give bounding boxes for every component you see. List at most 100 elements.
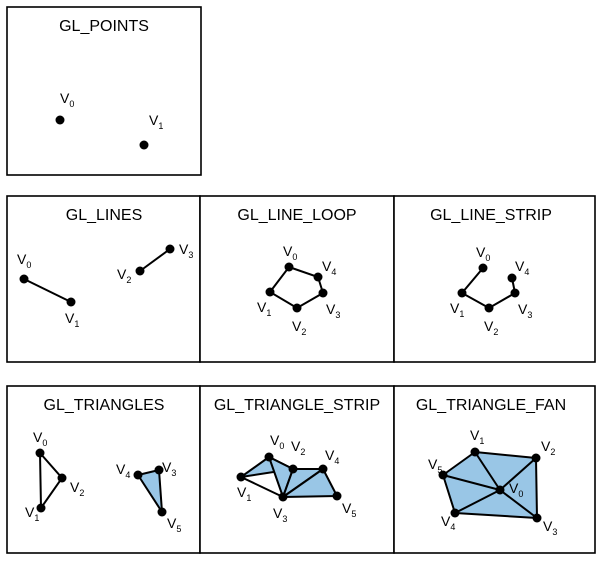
vertex-label: V1 <box>237 484 251 503</box>
strip-triangle <box>282 468 338 498</box>
vertex-dot <box>264 452 274 462</box>
vertex-dot <box>139 140 149 150</box>
vertex-dot <box>284 262 294 272</box>
vertex-dot <box>478 263 488 273</box>
panel-title: GL_LINES <box>66 207 142 224</box>
panel-title: GL_TRIANGLE_STRIP <box>214 397 380 414</box>
line-loop <box>268 265 325 310</box>
vertex-dot <box>135 266 145 276</box>
vertex-label: V0 <box>270 432 284 451</box>
vertex-dot <box>450 508 460 518</box>
vertex-label: V1 <box>257 299 271 318</box>
vertex-label: V5 <box>428 456 442 475</box>
vertex-label: V0 <box>476 244 490 263</box>
vertex-dot <box>332 491 342 501</box>
panel-gl-points: GL_POINTS V0 V1 <box>6 6 202 176</box>
vertex-label: V0 <box>60 90 74 109</box>
fan-polygon <box>442 451 538 519</box>
vertex-dot <box>66 297 76 307</box>
vertex-label: V0 <box>283 243 297 262</box>
vertex-dot <box>154 465 164 475</box>
panel-title: GL_TRIANGLE_FAN <box>416 397 566 414</box>
vertex-dot <box>133 470 143 480</box>
vertex-dot <box>288 464 298 474</box>
panel-gl-lines: GL_LINES V0 V1 V2 V3 <box>6 195 201 363</box>
vertex-dot <box>318 464 328 474</box>
vertex-label: V4 <box>325 447 339 466</box>
vertex-label: V2 <box>291 438 305 457</box>
panel-frame <box>6 195 201 363</box>
vertex-dot <box>457 288 467 298</box>
vertex-label: V2 <box>541 438 555 457</box>
fan-edge <box>499 457 537 491</box>
vertex-dot <box>484 303 494 313</box>
panel-frame <box>199 195 395 363</box>
vertex-label: V4 <box>441 513 455 532</box>
vertex-dot <box>278 492 288 502</box>
fan-edge <box>442 474 501 491</box>
vertex-label: V3 <box>179 241 193 260</box>
vertex-label: V4 <box>515 258 529 277</box>
vertex-dot <box>507 273 517 283</box>
panel-title: GL_TRIANGLES <box>44 397 165 414</box>
panel-gl-triangle-strip: GL_TRIANGLE_STRIP V0 V1 V2 V3 V4 V5 <box>199 385 395 554</box>
panel-frame <box>6 385 201 554</box>
vertex-dot <box>313 272 323 282</box>
vertex-label: V2 <box>117 266 131 285</box>
vertex-dot <box>36 503 46 513</box>
panel-gl-triangles: GL_TRIANGLES V0 V1 V2 V3 V4 V5 <box>6 385 201 554</box>
vertex-dot <box>57 473 67 483</box>
fan-edge <box>499 489 538 519</box>
vertex-label: V5 <box>167 515 181 534</box>
vertex-dot <box>531 453 541 463</box>
vertex-dot <box>292 303 302 313</box>
vertex-dot <box>35 448 45 458</box>
vertex-label: V0 <box>33 429 47 448</box>
panel-title: GL_LINE_LOOP <box>237 207 356 224</box>
vertex-label: V1 <box>149 112 163 131</box>
line-segment <box>23 278 72 303</box>
triangle-filled <box>137 469 163 513</box>
triangle-outline <box>38 450 64 512</box>
vertex-label: V4 <box>322 258 336 277</box>
vertex-label: V1 <box>25 504 39 523</box>
vertex-label: V1 <box>470 427 484 446</box>
vertex-label: V4 <box>116 461 130 480</box>
vertex-dot <box>438 470 448 480</box>
vertex-label: V3 <box>518 301 532 320</box>
vertex-label: V1 <box>450 300 464 319</box>
panel-title: GL_LINE_STRIP <box>430 207 552 224</box>
vertex-dot <box>495 485 505 495</box>
panel-gl-line-loop: GL_LINE_LOOP V0 V1 V2 V3 V4 <box>199 195 395 363</box>
vertex-label: V2 <box>70 479 84 498</box>
vertex-label: V0 <box>17 251 31 270</box>
vertex-label: V3 <box>162 459 176 478</box>
strip-edge <box>240 476 284 498</box>
fan-edge <box>474 451 501 491</box>
vertex-label: V3 <box>543 518 557 537</box>
vertex-dot <box>165 244 175 254</box>
vertex-label: V1 <box>65 310 79 329</box>
vertex-dot <box>318 288 328 298</box>
vertex-dot <box>157 507 167 517</box>
vertex-label: V0 <box>509 480 523 499</box>
vertex-label: V2 <box>292 318 306 337</box>
panel-frame <box>393 195 596 363</box>
panel-frame <box>6 6 202 176</box>
panel-title: GL_POINTS <box>59 18 149 35</box>
vertex-dot <box>236 472 246 482</box>
vertex-dot <box>55 115 65 125</box>
vertex-dot <box>532 513 542 523</box>
vertex-label: V5 <box>342 500 356 519</box>
panel-gl-triangle-fan: GL_TRIANGLE_FAN V0 V1 V2 V3 V4 V5 <box>393 385 596 554</box>
vertex-dot <box>19 274 29 284</box>
vertex-label: V2 <box>484 318 498 337</box>
vertex-label: V3 <box>326 301 340 320</box>
panel-gl-line-strip: GL_LINE_STRIP V0 V1 V2 V3 V4 <box>393 195 596 363</box>
vertex-dot <box>470 447 480 457</box>
fan-edge <box>454 489 501 514</box>
line-segment <box>139 248 171 272</box>
vertex-dot <box>510 288 520 298</box>
vertex-dot <box>265 287 275 297</box>
